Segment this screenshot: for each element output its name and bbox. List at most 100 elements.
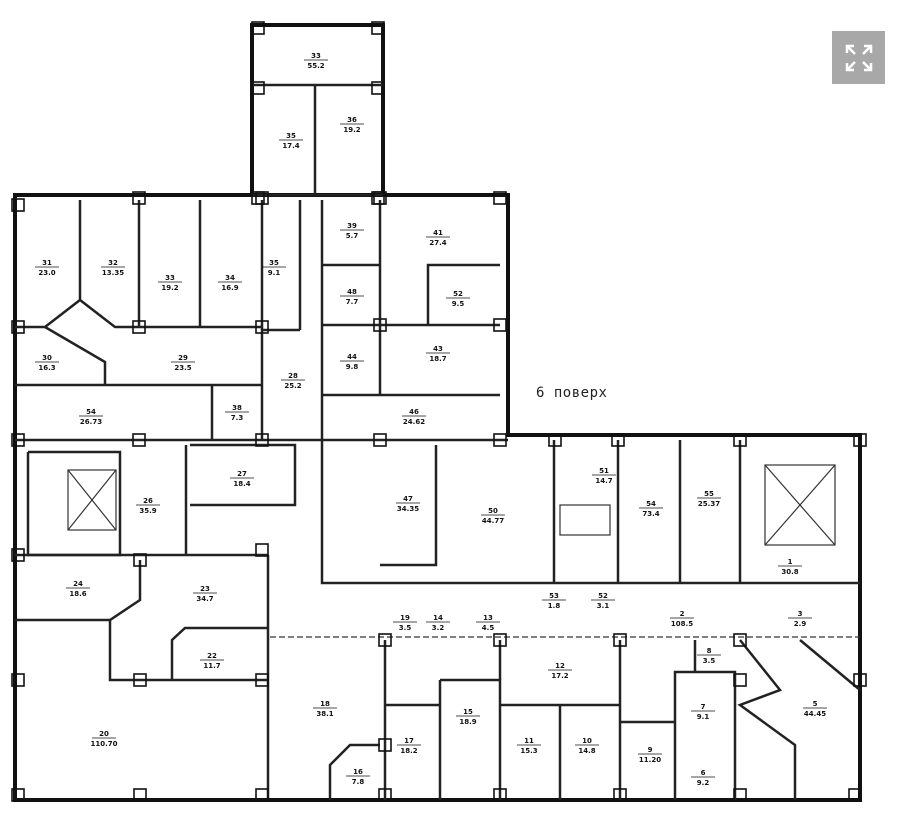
- room-label: 32.9: [788, 610, 812, 628]
- room-label: 24 18.6: [66, 580, 90, 598]
- room-area: 2.9: [794, 620, 807, 628]
- room-area: 15.3: [520, 747, 537, 755]
- room-area: 18.2: [400, 747, 417, 755]
- column-marker: [733, 633, 747, 647]
- column-marker: [11, 673, 25, 687]
- column-marker: [255, 543, 269, 557]
- column-marker: [255, 320, 269, 334]
- room-area: 18.4: [233, 480, 250, 488]
- room-labels: 3355.23517.43619.23123.03213.353319.2341…: [35, 52, 827, 787]
- expand-icon: [845, 44, 872, 71]
- room-number: 35: [286, 132, 296, 140]
- column-marker: [853, 673, 867, 687]
- room-area: 9.5: [452, 300, 465, 308]
- room-area: 11.20: [639, 756, 661, 764]
- room-number: 30: [42, 354, 52, 362]
- room-area: 9.1: [697, 713, 710, 721]
- room-label: 449.8: [340, 353, 364, 371]
- column-marker: [371, 21, 385, 35]
- room-number: 20: [99, 730, 109, 738]
- column-marker: [255, 673, 269, 687]
- room-area: 11.7: [203, 662, 220, 670]
- room-area: 18.6: [69, 590, 86, 598]
- room-area: 14.8: [578, 747, 595, 755]
- room-label: 193.5: [393, 614, 417, 632]
- column-marker: [11, 433, 25, 447]
- room-area: 4.5: [482, 624, 495, 632]
- column-marker: [493, 318, 507, 332]
- room-number: 9: [648, 746, 653, 754]
- column-marker: [11, 198, 25, 212]
- room-area: 14.7: [595, 477, 612, 485]
- column-marker: [11, 548, 25, 562]
- room-label: 544.45: [803, 700, 827, 718]
- exterior-walls: [13, 23, 862, 802]
- column-marker: [373, 191, 387, 205]
- room-area: 24.62: [403, 418, 425, 426]
- column-marker: [132, 191, 146, 205]
- room-number: 24: [73, 580, 83, 588]
- room-area: 3.2: [432, 624, 445, 632]
- room-area: 55.2: [307, 62, 324, 70]
- room-number: 26: [143, 497, 153, 505]
- column-marker: [11, 320, 25, 334]
- room-label: 15 18.9: [456, 708, 480, 726]
- room-number: 23: [200, 585, 210, 593]
- column-marker: [853, 433, 867, 447]
- column-marker: [255, 433, 269, 447]
- room-label: 134.5: [476, 614, 500, 632]
- room-area: 25.37: [698, 500, 720, 508]
- column-marker: [132, 320, 146, 334]
- room-area: 44.45: [804, 710, 826, 718]
- room-number: 6: [701, 769, 706, 777]
- room-number: 1: [788, 558, 793, 566]
- room-area: 19.2: [343, 126, 360, 134]
- room-number: 36: [347, 116, 357, 124]
- room-label: 531.8: [542, 592, 566, 610]
- room-number: 15: [463, 708, 473, 716]
- room-number: 44: [347, 353, 357, 361]
- room-number: 2: [680, 610, 685, 618]
- floor-label: 6 поверх: [536, 385, 608, 401]
- room-area: 17.2: [551, 672, 568, 680]
- column-marker: [493, 191, 507, 205]
- room-number: 22: [207, 652, 217, 660]
- room-area: 27.4: [429, 239, 446, 247]
- column-marker: [848, 788, 862, 802]
- room-label: 17 18.2: [397, 737, 421, 755]
- column-marker: [373, 318, 387, 332]
- expand-button[interactable]: [832, 31, 885, 84]
- column-marker: [378, 738, 392, 752]
- room-number: 16: [353, 768, 363, 776]
- room-label: 41 27.4: [426, 229, 450, 247]
- room-number: 51: [599, 467, 609, 475]
- room-label: 523.1: [591, 592, 615, 610]
- room-area: 7.3: [231, 414, 244, 422]
- room-number: 47: [403, 495, 413, 503]
- room-number: 3: [798, 610, 803, 618]
- room-number: 17: [404, 737, 414, 745]
- room-label: 387.3: [225, 404, 249, 422]
- room-number: 46: [409, 408, 419, 416]
- room-label: 51 14.7: [592, 467, 616, 485]
- room-area: 1.8: [548, 602, 561, 610]
- room-number: 52: [598, 592, 608, 600]
- room-number: 50: [488, 507, 498, 515]
- room-label: 359.1: [262, 259, 286, 277]
- room-area: 9.8: [346, 363, 359, 371]
- room-label: 130.8: [778, 558, 802, 576]
- room-label: 487.7: [340, 288, 364, 306]
- column-marker: [371, 81, 385, 95]
- room-number: 41: [433, 229, 443, 237]
- room-area: 18.9: [459, 718, 476, 726]
